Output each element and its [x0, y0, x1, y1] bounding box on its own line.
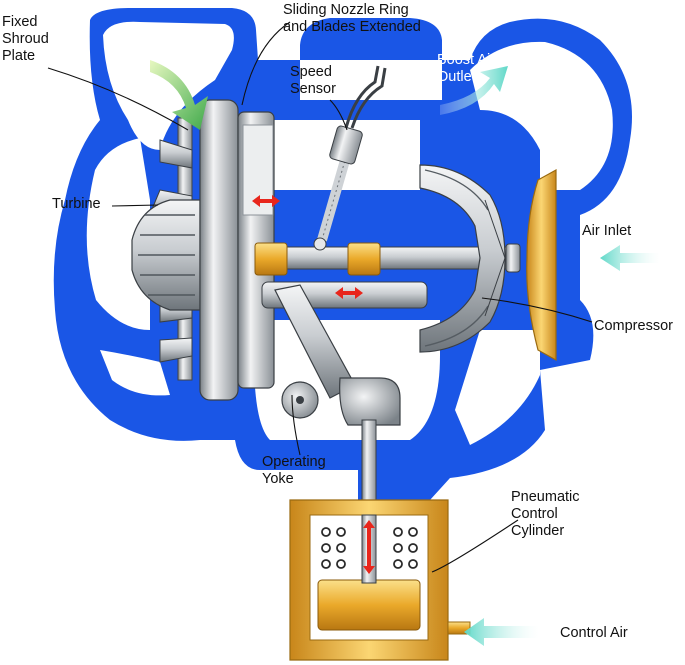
label-pneumatic-control-cylinder: Pneumatic Control Cylinder	[511, 489, 580, 539]
motion-arrows	[252, 195, 375, 574]
motion-arrow-rod-icon	[335, 287, 363, 299]
label-turbine: Turbine	[52, 196, 101, 212]
label-air-inlet: Air Inlet	[582, 223, 632, 239]
springs	[321, 527, 418, 569]
label-compressor: Compressor	[594, 318, 673, 334]
turbine-assembly	[131, 99, 275, 401]
label-boost-air-outlet: Boost Air Outlet	[437, 52, 496, 85]
piston	[317, 579, 421, 631]
label-sliding-nozzle-ring: Sliding Nozzle Ring and Blades Extended	[283, 2, 421, 35]
label-operating-yoke: Operating Yoke	[262, 454, 326, 487]
turbo-shaft	[254, 246, 518, 270]
bearing-right	[347, 242, 381, 276]
compressor-wheel	[419, 164, 506, 353]
exhaust-flow-icon	[150, 60, 208, 130]
boost-flow-icon	[440, 66, 508, 115]
label-control-air: Control Air	[560, 625, 628, 641]
air-inlet-funnel	[526, 168, 557, 362]
bearing-left	[254, 242, 288, 276]
control-air-flow-icon	[464, 618, 539, 646]
motion-arrow-piston-icon	[363, 520, 375, 574]
motion-arrow-nozzle-icon	[252, 195, 280, 207]
label-speed-sensor: Speed Sensor	[290, 64, 336, 97]
inlet-flow-icon	[600, 245, 660, 271]
pneumatic-control-cylinder	[289, 499, 471, 661]
leader-lines	[47, 21, 593, 573]
label-fixed-shroud-plate: Fixed Shroud Plate	[2, 14, 49, 64]
speed-sensor	[313, 65, 387, 251]
sliding-nozzle-ring	[199, 99, 239, 401]
label-exhaust-gas: Exhaust Gas	[110, 38, 194, 54]
